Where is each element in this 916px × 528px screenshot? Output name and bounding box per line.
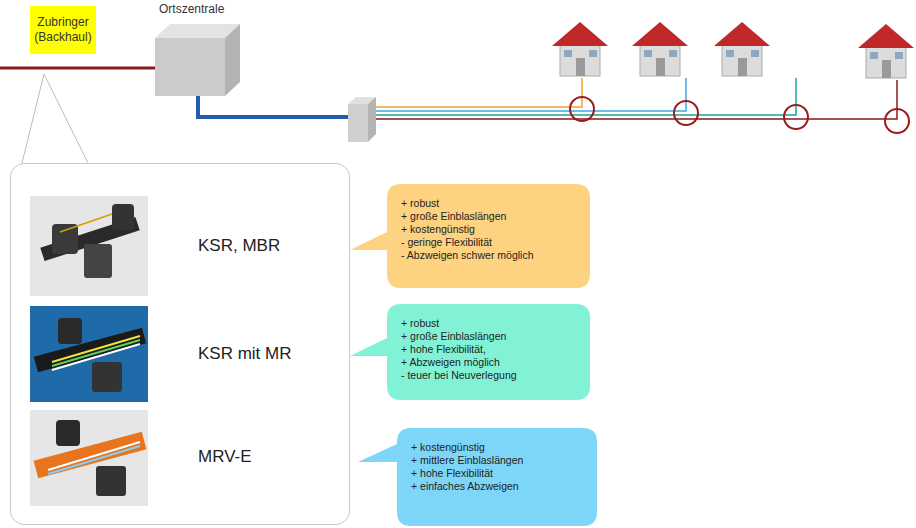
feature-line: + robust: [401, 317, 580, 330]
backhaul-label-box: Zubringer (Backhaul): [30, 6, 96, 54]
node-heading: Ortszentrale: [150, 2, 245, 17]
feature-line: + einfaches Abzweigen: [411, 480, 587, 493]
backhaul-line: [0, 67, 156, 70]
feature-line: + robust: [401, 197, 580, 210]
drop-line: [376, 80, 897, 119]
feature-line: + kostengünstig: [411, 441, 587, 454]
callout-bubble: + robust+ große Einblaslängen+ kostengün…: [387, 184, 590, 288]
bubble-shape: [350, 184, 590, 288]
callout-bubble: + kostengünstig+ mittlere Einblaslängen+…: [397, 428, 597, 526]
feature-line: + mittlere Einblaslängen: [411, 454, 587, 467]
feature-line: + hohe Flexibilität: [411, 467, 587, 480]
feature-line: - Abzweigen schwer möglich: [401, 249, 580, 262]
callout-bubble: + robust+ große Einblaslängen+ hohe Flex…: [387, 304, 590, 400]
central-office-box: [155, 24, 240, 96]
duct-photo: [30, 410, 148, 506]
feeder-line: [198, 96, 350, 117]
feature-line: - geringe Flexibilität: [401, 236, 580, 249]
callout-bracket: [22, 74, 88, 163]
feature-line: + große Einblaslängen: [401, 330, 580, 343]
central-office-node: Ortszentrale: [150, 2, 245, 98]
bubble-shape: [358, 428, 597, 526]
branch-circle: [570, 97, 909, 133]
duct-type-label: MRV-E: [198, 447, 252, 467]
feature-line: - teuer bei Neuverlegung: [401, 369, 580, 382]
street-cabinet: [348, 97, 376, 142]
house-icon: [552, 22, 914, 78]
drop-line: [376, 78, 796, 115]
bubble-shape: [350, 304, 590, 400]
feature-line: + Abzweigen möglich: [401, 356, 580, 369]
duct-type-panel: KSR, MBR KSR mit MR MRV-E: [10, 163, 350, 525]
drop-line: [376, 78, 686, 111]
drop-line: [376, 78, 582, 107]
duct-photo: [30, 196, 148, 296]
duct-photo: [30, 306, 148, 402]
feature-line: + hohe Flexibilität,: [401, 343, 580, 356]
feature-line: + kostengünstig: [401, 223, 580, 236]
duct-type-label: KSR, MBR: [198, 236, 280, 256]
feature-line: + große Einblaslängen: [401, 210, 580, 223]
duct-type-label: KSR mit MR: [198, 344, 292, 364]
box-label: Zubringer (Backhaul): [34, 15, 92, 45]
